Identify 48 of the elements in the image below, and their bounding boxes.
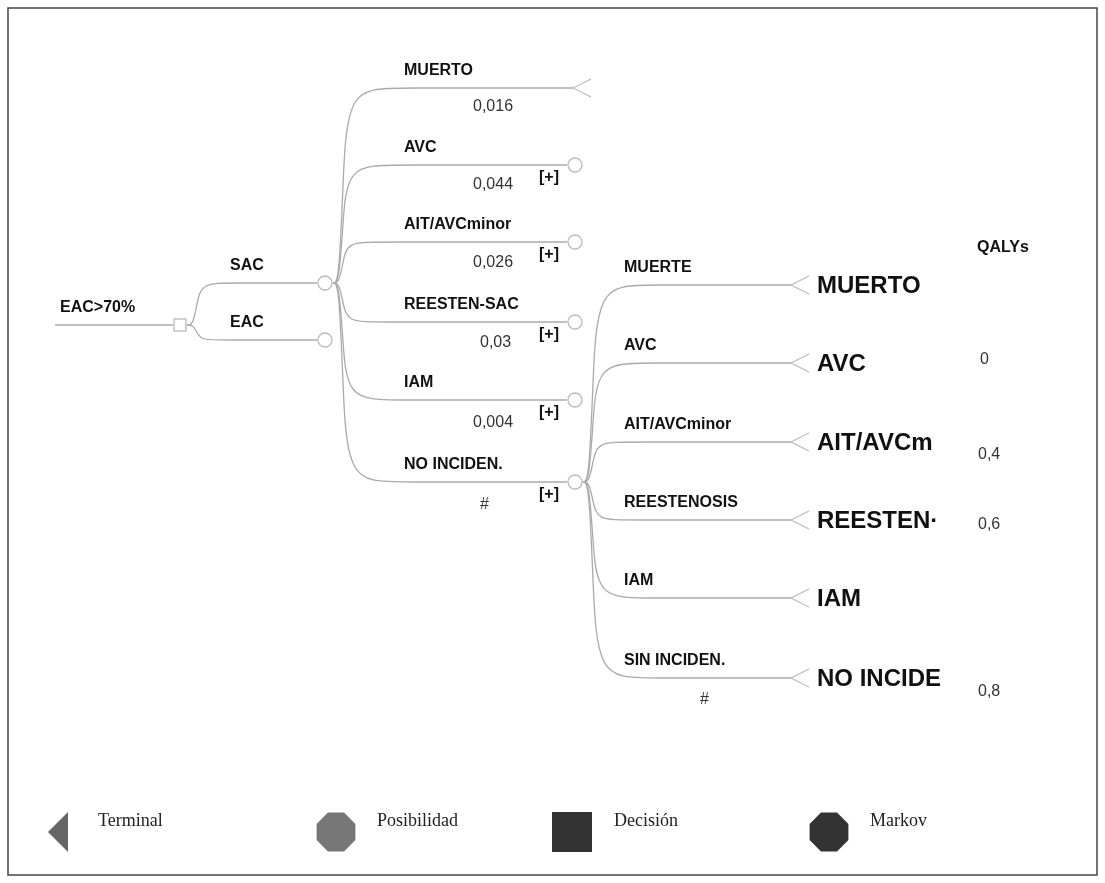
terminal-node — [791, 433, 809, 451]
terminal-node — [791, 669, 809, 687]
markov-marker: [+] — [537, 245, 561, 263]
chance-node — [317, 275, 333, 291]
chance-node — [567, 157, 583, 173]
legend-label: Terminal — [98, 810, 163, 831]
outcome-label: MUERTO — [817, 271, 921, 299]
outcome-label: AVC — [817, 349, 866, 377]
legend-label: Posibilidad — [377, 810, 458, 831]
chance-node — [567, 474, 583, 490]
branch-line — [332, 282, 568, 483]
legend-label: Markov — [870, 810, 927, 831]
markov-marker: [+] — [537, 403, 561, 421]
probability-label: 0,03 — [480, 333, 512, 351]
markov-marker: [+] — [537, 485, 561, 503]
legend-label: Decisión — [614, 810, 678, 831]
hash-mark: # — [480, 495, 489, 513]
probability-label: 0,016 — [473, 97, 514, 115]
terminal-node — [791, 276, 809, 294]
chance-node — [317, 332, 333, 348]
terminal-node — [791, 589, 809, 607]
branch-line — [332, 164, 568, 284]
outcome-label: AIT/AVCm — [817, 428, 933, 456]
probability-label: 0,044 — [473, 175, 514, 193]
branch-line — [54, 324, 174, 326]
hash-mark: # — [700, 690, 709, 708]
terminal-node — [791, 354, 809, 372]
markov-marker: [+] — [537, 325, 561, 343]
chance-node — [567, 234, 583, 250]
decision-node — [173, 318, 187, 332]
chance-node — [567, 314, 583, 330]
probability-label: 0,026 — [473, 253, 514, 271]
utility-value: 0 — [980, 350, 989, 368]
outcome-label: NO INCIDE — [817, 664, 941, 692]
branch-line — [186, 324, 318, 341]
utility-value: 0,8 — [978, 682, 1001, 700]
markov-marker: [+] — [537, 168, 561, 186]
utility-value: 0,6 — [978, 515, 1001, 533]
terminal-node — [791, 511, 809, 529]
outcome-label: IAM — [817, 584, 861, 612]
probability-label: 0,004 — [473, 413, 514, 431]
column-header: QALYs — [975, 238, 1031, 256]
chance-node — [567, 392, 583, 408]
outcome-label: REESTEN· — [817, 506, 939, 534]
branch-line — [186, 282, 318, 326]
terminal-node — [573, 79, 591, 97]
utility-value: 0,4 — [978, 445, 1001, 463]
branch-line — [582, 481, 792, 679]
